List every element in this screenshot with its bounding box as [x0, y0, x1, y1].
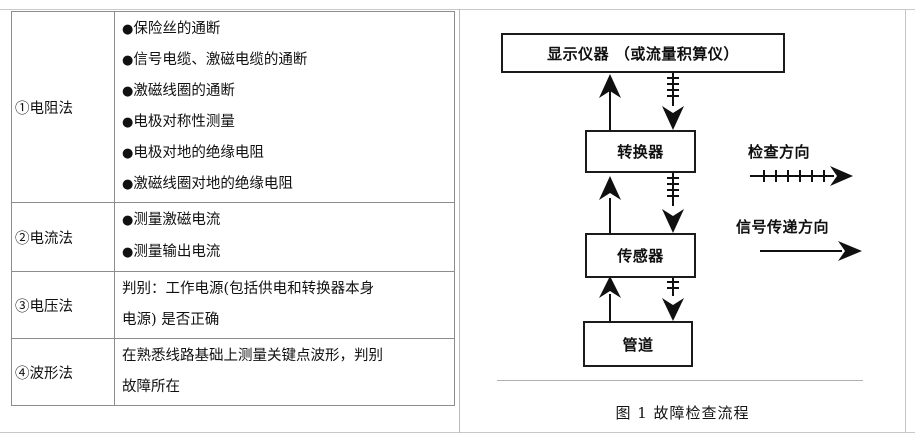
- method-paragraph-4: 在熟悉线路基础上测量关键点波形，判别 故障所在: [122, 341, 450, 403]
- paragraph-line: 在熟悉线路基础上测量关键点波形，判别: [122, 348, 383, 364]
- method-name-cell-4: ④波形法: [11, 338, 115, 406]
- bullet-dot-icon: ●: [122, 146, 134, 161]
- paragraph-line: 电源) 是否正确: [122, 312, 220, 328]
- list-item-label: 激磁线圈对地的绝缘电阻: [133, 176, 293, 192]
- method-name-cell-1: ①电阻法: [11, 11, 115, 203]
- paragraph-line: 故障所在: [122, 379, 180, 395]
- method-detail-cell-2: ●测量激磁电流 ●测量输出电流: [114, 202, 455, 272]
- method-detail-cell-3: 判别：工作电源(包括供电和转换器本身 电源) 是否正确: [114, 271, 455, 339]
- method-name-cell-3: ③电压法: [11, 271, 115, 339]
- legend-inspect-direction: 检查方向: [748, 141, 860, 186]
- plain-arrow-icon: [760, 241, 862, 261]
- method-paragraph-3: 判别：工作电源(包括供电和转换器本身 电源) 是否正确: [122, 274, 450, 336]
- page-bottom-rule: [0, 432, 915, 433]
- bullet-dot-icon: ●: [122, 53, 134, 68]
- bullet-list-1: ●保险丝的通断 ●信号电缆、激磁电缆的通断 ●激磁线圈的通断 ●电极对称性测量 …: [122, 14, 450, 200]
- method-detail-cell-1: ●保险丝的通断 ●信号电缆、激磁电缆的通断 ●激磁线圈的通断 ●电极对称性测量 …: [114, 11, 455, 203]
- legend-label: 检查方向: [748, 143, 811, 161]
- node-pipe: 管道: [583, 321, 693, 367]
- list-item-label: 保险丝的通断: [133, 21, 221, 37]
- list-item-label: 激磁线圈的通断: [133, 83, 235, 99]
- node-display-instrument: 显示仪器 （或流量积算仪）: [501, 33, 785, 73]
- table-row: ①电阻法 ●保险丝的通断 ●信号电缆、激磁电缆的通断 ●激磁线圈的通断 ●电极对…: [11, 11, 455, 203]
- bullet-dot-icon: ●: [122, 245, 134, 260]
- node-converter: 转换器: [585, 130, 696, 173]
- legend-signal-direction: 信号传递方向: [736, 216, 866, 261]
- node-label: 显示仪器 （或流量积算仪）: [547, 44, 739, 63]
- bullet-dot-icon: ●: [122, 115, 134, 130]
- list-item: ●电极对称性测量: [122, 107, 450, 138]
- bullet-dot-icon: ●: [122, 84, 134, 99]
- table-row: ③电压法 判别：工作电源(包括供电和转换器本身 电源) 是否正确: [11, 271, 455, 339]
- list-item: ●电极对地的绝缘电阻: [122, 138, 450, 169]
- list-item-label: 信号电缆、激磁电缆的通断: [133, 52, 308, 68]
- method-name-cell-2: ②电流法: [11, 202, 115, 272]
- fault-detection-methods-table: ①电阻法 ●保险丝的通断 ●信号电缆、激磁电缆的通断 ●激磁线圈的通断 ●电极对…: [11, 11, 455, 406]
- figure-caption: 图 1 故障检查流程: [615, 404, 750, 422]
- list-item: ●信号电缆、激磁电缆的通断: [122, 45, 450, 76]
- page-right-edge-rule: [905, 9, 906, 433]
- list-item-label: 电极对地的绝缘电阻: [133, 145, 264, 161]
- node-label: 传感器: [617, 247, 664, 265]
- bullet-dot-icon: ●: [122, 22, 134, 37]
- paragraph-line: 判别：工作电源(包括供电和转换器本身: [122, 281, 375, 297]
- node-sensor: 传感器: [585, 233, 696, 278]
- column-divider: [459, 9, 460, 433]
- page-top-rule: [0, 9, 915, 10]
- list-item: ●激磁线圈对地的绝缘电阻: [122, 169, 450, 200]
- fault-inspection-flow-figure: 显示仪器 （或流量积算仪） 转换器 传感器 管道 检查方向 信号传递方向: [460, 10, 905, 432]
- table-row: ④波形法 在熟悉线路基础上测量关键点波形，判别 故障所在: [11, 338, 455, 406]
- list-item-label: 电极对称性测量: [133, 114, 235, 130]
- list-item-label: 测量激磁电流: [133, 212, 221, 228]
- list-item: ●测量输出电流: [122, 237, 450, 269]
- method-detail-cell-4: 在熟悉线路基础上测量关键点波形，判别 故障所在: [114, 338, 455, 406]
- hatched-arrow-icon: [750, 166, 853, 186]
- legend-label: 信号传递方向: [736, 218, 830, 236]
- node-label: 转换器: [617, 143, 664, 161]
- table-row: ②电流法 ●测量激磁电流 ●测量输出电流: [11, 202, 455, 272]
- bullet-dot-icon: ●: [122, 213, 134, 228]
- figure-separator-rule: [497, 380, 863, 381]
- list-item: ●保险丝的通断: [122, 14, 450, 45]
- list-item-label: 测量输出电流: [133, 244, 221, 260]
- list-item: ●测量激磁电流: [122, 205, 450, 237]
- node-label: 管道: [622, 335, 654, 354]
- bullet-list-2: ●测量激磁电流 ●测量输出电流: [122, 205, 450, 269]
- list-item: ●激磁线圈的通断: [122, 76, 450, 107]
- bullet-dot-icon: ●: [122, 177, 134, 192]
